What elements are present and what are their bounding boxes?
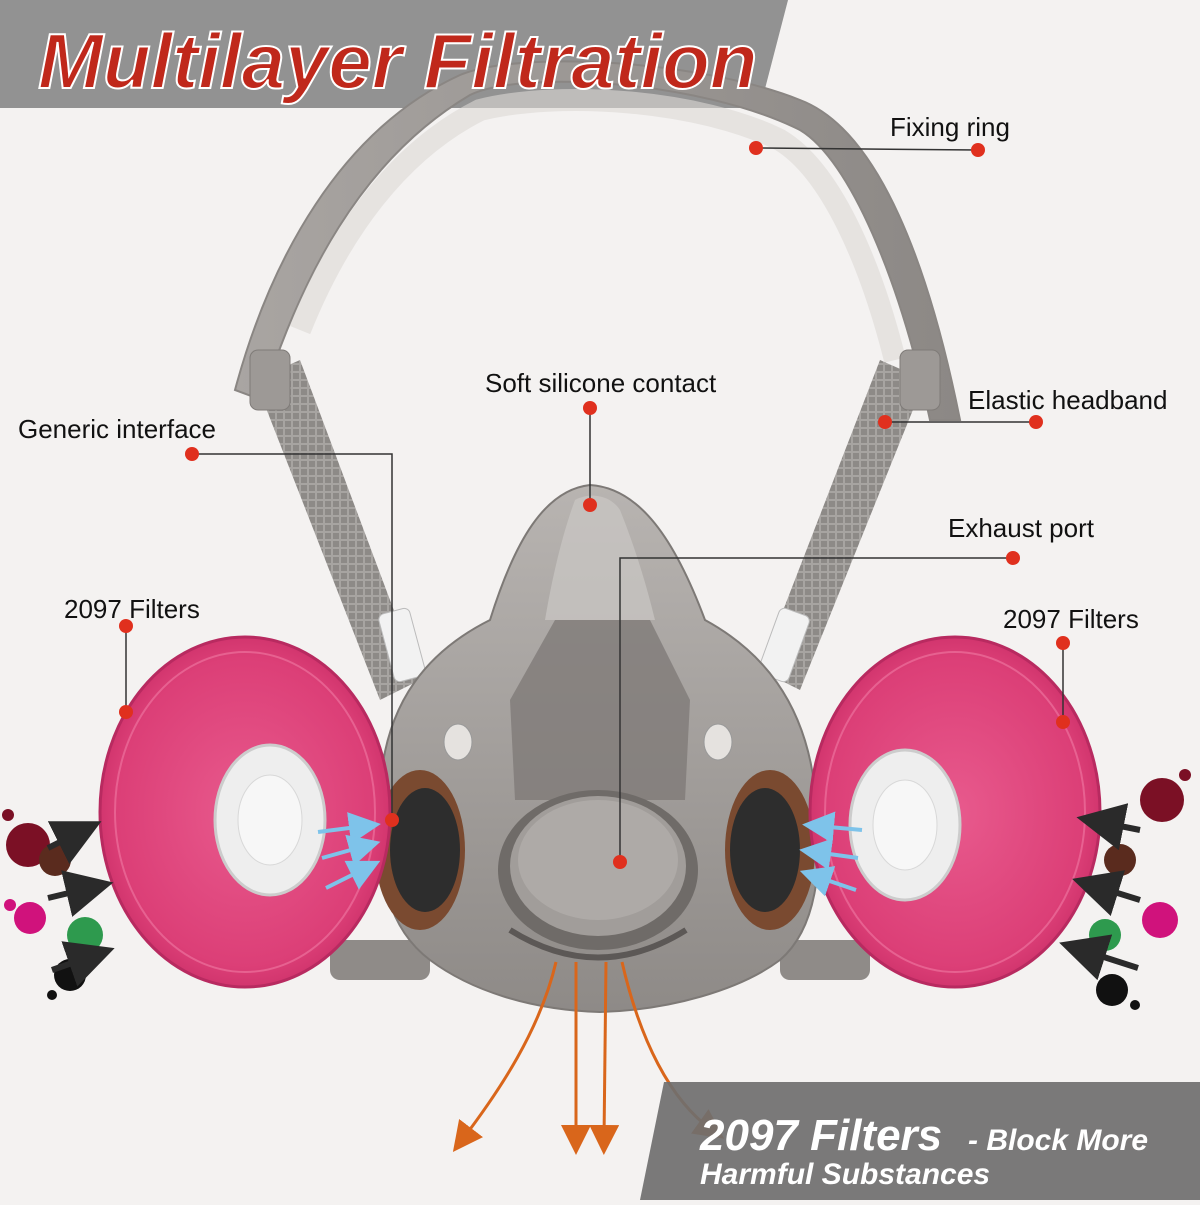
elastic-strap-right bbox=[760, 360, 925, 690]
footer-tagline-1: - Block More bbox=[968, 1124, 1148, 1157]
label-soft-silicone: Soft silicone contact bbox=[485, 368, 717, 398]
footer-banner bbox=[640, 1082, 1200, 1200]
fixing-ring-strap bbox=[233, 60, 962, 421]
label-filters-left: 2097 Filters bbox=[64, 594, 200, 624]
footer-headline: 2097 Filters bbox=[699, 1111, 942, 1160]
label-filters-right: 2097 Filters bbox=[1003, 604, 1139, 634]
label-exhaust-port: Exhaust port bbox=[948, 513, 1094, 543]
arrow-icon bbox=[46, 821, 115, 987]
callout-markers bbox=[119, 141, 1070, 869]
intake-arrows-right bbox=[799, 811, 863, 897]
label-generic-interface: Generic interface bbox=[18, 414, 216, 444]
footer-tagline-2: Harmful Substances bbox=[700, 1158, 990, 1191]
callout-lines bbox=[125, 147, 1064, 862]
intake-arrows-left bbox=[317, 812, 381, 890]
page-title: Multilayer Filtration bbox=[38, 17, 757, 105]
label-elastic-headband: Elastic headband bbox=[968, 385, 1168, 415]
arrow-icon bbox=[1059, 803, 1141, 981]
filter-left bbox=[98, 635, 392, 989]
paint-splatter-icon bbox=[1089, 769, 1191, 1010]
elastic-strap-left bbox=[255, 360, 420, 700]
filter-right bbox=[808, 635, 1102, 989]
label-fixing-ring: Fixing ring bbox=[890, 112, 1010, 142]
